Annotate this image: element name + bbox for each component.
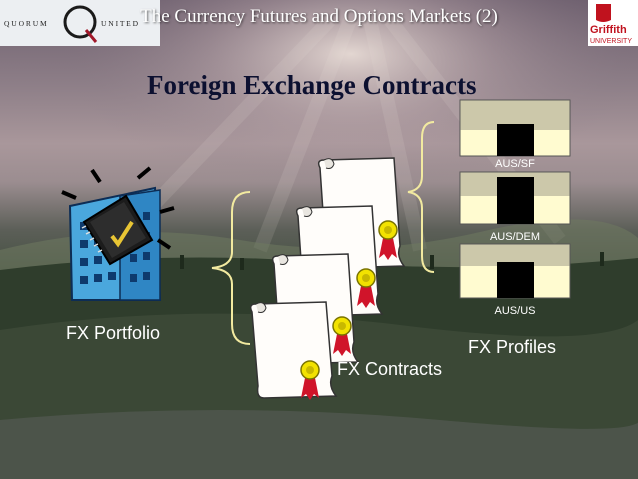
profile-tag-aus-us: AUS/US	[494, 305, 536, 317]
profile-tag-aus-sf: AUS/SF	[495, 158, 535, 170]
profile-block	[497, 124, 534, 156]
slide-title: The Currency Futures and Options Markets…	[140, 6, 498, 27]
profile-tag-aus-dem: AUS/DEM	[489, 231, 541, 243]
griffith-crest-icon	[596, 4, 611, 22]
profile-block	[497, 177, 534, 224]
right-logo-text-1: Griffith	[590, 24, 627, 36]
contract-scroll-icons	[249, 157, 406, 400]
header-bar: Q U O R U M U N I T E D Griffith UNIVERS…	[0, 0, 638, 48]
contracts-brace	[407, 121, 435, 273]
portfolio-building-icon	[61, 166, 175, 301]
profile-box-aus-dem	[459, 171, 571, 225]
left-logo-text-2: U N I T E D	[101, 19, 139, 28]
profile-box-aus-us	[459, 243, 571, 299]
header-graphics: Q U O R U M U N I T E D Griffith UNIVERS…	[0, 0, 638, 46]
quorum-q-icon	[63, 5, 97, 39]
fx-contracts-label: FX Contracts	[337, 359, 443, 379]
fx-profiles-label: FX Profiles	[468, 337, 557, 357]
profile-block	[497, 262, 534, 298]
right-logo-text-2: UNIVERSITY	[590, 38, 632, 45]
portfolio-brace	[211, 191, 251, 345]
page-heading: Foreign Exchange Contracts	[147, 70, 477, 100]
left-logo-text-1: Q U O R U M	[4, 19, 47, 28]
contract-scroll-icon	[249, 301, 338, 400]
profile-box-aus-sf	[459, 99, 571, 157]
fx-portfolio-label: FX Portfolio	[66, 323, 161, 343]
